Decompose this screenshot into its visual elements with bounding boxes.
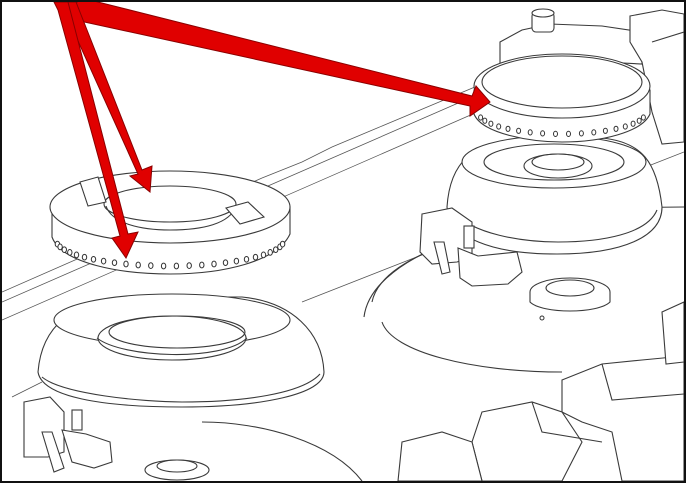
burner-port: [67, 249, 73, 256]
burner-port: [243, 255, 250, 263]
burner-port: [496, 123, 502, 130]
burner-port: [233, 257, 240, 265]
pan-support-front: [397, 301, 684, 481]
burner-port: [640, 114, 646, 121]
burner-port: [90, 255, 97, 263]
burner-port: [267, 249, 273, 256]
burner-port: [123, 260, 129, 268]
burner-cap-right: [473, 53, 651, 143]
arrow-to-left-burner-ports: [53, 2, 139, 259]
burner-base-left: [37, 293, 325, 408]
burner-port: [81, 253, 88, 261]
arrow-to-left-burner-inner: [61, 2, 153, 193]
burner-port: [636, 117, 642, 124]
burner-port: [135, 261, 141, 269]
burner-port: [273, 246, 279, 254]
burner-port: [591, 129, 597, 136]
burner-port: [566, 130, 571, 137]
burner-port: [100, 257, 107, 265]
callout-arrows: [53, 2, 491, 259]
burner-port: [260, 251, 267, 259]
burner-port: [111, 259, 118, 267]
burner-port: [602, 127, 608, 134]
ignition-electrode-right: [419, 207, 523, 287]
burner-port: [160, 262, 167, 270]
burner-port: [173, 262, 180, 270]
burner-port: [199, 261, 205, 269]
burner-port: [540, 130, 546, 137]
burner-port: [222, 259, 229, 267]
burner-port: [186, 262, 192, 269]
burner-port: [516, 127, 522, 134]
burner-port: [578, 130, 584, 137]
burner-port: [57, 243, 63, 251]
burner-cap-left: [49, 170, 291, 275]
burner-port: [482, 117, 488, 124]
burner-port: [73, 251, 80, 259]
burner-port: [527, 129, 533, 136]
thermocouple-left: [144, 421, 363, 481]
burner-port: [488, 120, 494, 127]
burner-port: [630, 120, 636, 127]
burner-port: [505, 125, 511, 132]
pan-support-back: [499, 8, 684, 145]
burner-port: [478, 114, 484, 121]
ignition-electrode-left: [23, 396, 113, 473]
thermocouple-right: [529, 277, 611, 321]
burner-port: [622, 123, 628, 130]
burner-port: [148, 262, 154, 269]
burner-port: [211, 260, 217, 268]
burner-port: [279, 240, 286, 248]
arrow-to-right-burner-ports: [65, 2, 491, 117]
burner-port: [252, 253, 259, 261]
burner-port: [61, 246, 67, 254]
burner-port: [553, 130, 558, 137]
burner-base-right: [446, 135, 663, 255]
burner-port: [613, 125, 619, 132]
